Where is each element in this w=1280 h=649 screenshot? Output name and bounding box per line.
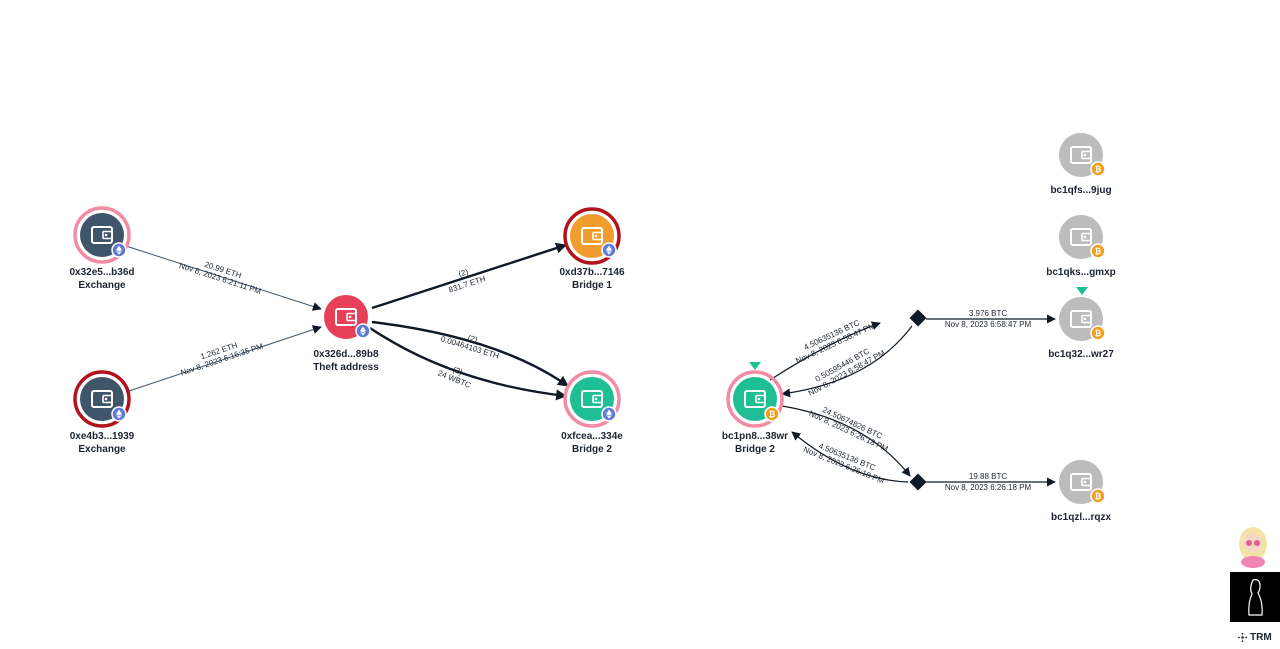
trm-brand: TRM [1238,632,1272,643]
edge-count: (2) [457,267,469,279]
node-bridge-2-eth[interactable]: 0xfcea...334e Bridge 2 [561,370,623,455]
node-address: bc1pn8...38wr [722,431,788,442]
node-address: 0xd37b...7146 [559,267,624,278]
node-address: bc1qfs...9jug [1050,185,1111,196]
node-tag: Exchange [78,444,126,455]
node-bridge-2-btc[interactable]: bc1pn8...38wr Bridge 2 [722,362,788,455]
edge-hub2-bridge2[interactable]: 4.50635136 BTC Nov 8, 2023 6:26:18 PM [791,431,909,486]
node-bridge-1[interactable]: 0xd37b...7146 Bridge 1 [559,207,625,291]
silhouette-logo-icon [1230,572,1280,622]
edge-count: (2) [451,365,464,377]
node-unknown-4[interactable]: bc1qzl...rqzx [1051,460,1111,523]
trm-logo-icon [1238,633,1247,642]
node-tag: Exchange [78,280,126,291]
edge-hub1-u3[interactable]: 3.976 BTC Nov 8, 2023 6:58:47 PM [926,309,1056,329]
node-tag: Bridge 1 [572,280,612,291]
edge-ex2-theft[interactable]: 1.262 ETH Nov 8, 2023 6:16:35 PM [125,325,322,393]
node-address: bc1qzl...rqzx [1051,512,1111,523]
node-unknown-1[interactable]: bc1qfs...9jug [1050,133,1112,196]
marker-triangle-icon [1076,287,1088,295]
node-exchange-2[interactable]: 0xe4b3...1939 Exchange [70,370,135,455]
edge-theft-bridge1[interactable]: (2) 831.7 ETH [371,242,568,310]
marker-triangle-icon [749,362,761,370]
edge-hub2-u4[interactable]: 19.88 BTC Nov 8, 2023 6:26:18 PM [926,472,1056,492]
node-tag: Bridge 2 [735,444,775,455]
edge-ex1-theft[interactable]: 20.99 ETH Nov 8, 2023 6:21:11 PM [125,245,322,311]
edge-amount: 3.976 BTC [969,309,1007,318]
node-address: bc1qks...gmxp [1046,267,1115,278]
brand-name: TRM [1250,632,1272,643]
hub-node-diamond[interactable] [909,473,927,491]
hub-node-diamond[interactable] [909,309,927,327]
node-address: 0x32e5...b36d [69,267,134,278]
edge-time: Nov 8, 2023 6:58:47 PM [945,320,1032,329]
node-address: bc1q32...wr27 [1048,349,1114,360]
node-unknown-3[interactable]: bc1q32...wr27 [1048,287,1114,360]
edge-amount: 19.88 BTC [969,472,1007,481]
node-unknown-2[interactable]: bc1qks...gmxp [1046,215,1116,278]
node-theft-address[interactable]: 0x326d...89b8 Theft address [313,295,379,373]
avatar [1232,524,1274,568]
node-address: 0x326d...89b8 [313,349,378,360]
edge-time: Nov 8, 2023 6:26:18 PM [945,483,1032,492]
node-tag: Bridge 2 [572,444,612,455]
edge-count: (2) [466,333,478,345]
node-address: 0xfcea...334e [561,431,623,442]
node-exchange-1[interactable]: 0x32e5...b36d Exchange [69,206,135,291]
node-address: 0xe4b3...1939 [70,431,135,442]
node-tag: Theft address [313,362,379,373]
